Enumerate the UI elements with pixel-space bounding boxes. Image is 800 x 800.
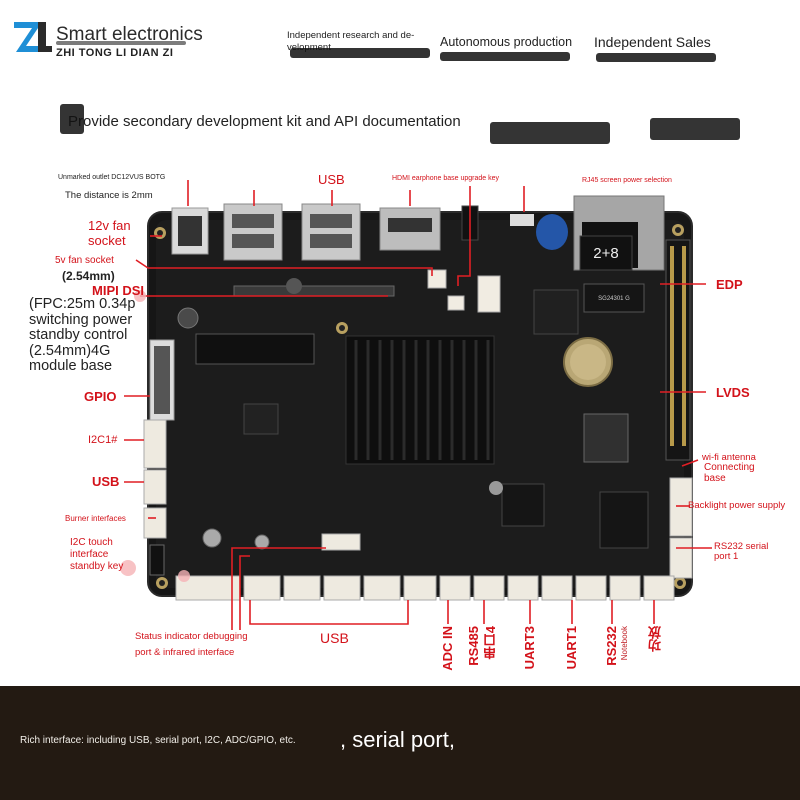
brand-name: Smart electronics bbox=[56, 24, 203, 45]
label-backlight: Backlight power supply bbox=[688, 500, 786, 511]
header-development-text: Independent research and de- velopment bbox=[287, 30, 415, 53]
label-rj45: RJ45 screen power selection bbox=[582, 177, 672, 184]
chip-2-plus-8: 2+8 bbox=[593, 245, 618, 262]
footer-note: Rich interface: including USB, serial po… bbox=[20, 735, 296, 746]
label-i2c1: I2C1# bbox=[88, 434, 118, 446]
label-pitch: (2.54mm) bbox=[62, 269, 115, 283]
label-burner: Burner interfaces bbox=[65, 514, 126, 523]
label-connecting-base: Connecting base bbox=[704, 462, 755, 484]
label-notebook: Notebook bbox=[620, 626, 629, 661]
label-gpio: GPIO bbox=[84, 389, 117, 404]
label-serial-4: 串口4 bbox=[483, 626, 498, 660]
label-rs485: RS485 bbox=[466, 626, 481, 666]
label-rs232-bottom: RS232 bbox=[604, 626, 619, 666]
footer-band bbox=[0, 686, 800, 800]
label-amplifier: 功放 bbox=[648, 626, 663, 652]
header-sales-text: Independent Sales bbox=[594, 34, 711, 50]
banner-text: Provide secondary development kit and AP… bbox=[68, 113, 461, 130]
label-wifi-antenna: wi-fi antenna bbox=[702, 452, 756, 463]
label-fan-5v: 5v fan socket bbox=[55, 255, 114, 266]
zl-logo-icon bbox=[12, 18, 52, 58]
label-usb-left: USB bbox=[92, 474, 120, 489]
label-uart3: UART3 bbox=[522, 626, 537, 670]
label-hdmi: HDMI earphone base upgrade key bbox=[392, 175, 500, 182]
header-production-text: Autonomous production bbox=[440, 35, 573, 49]
brand-pinyin: ZHI TONG LI DIAN ZI bbox=[56, 47, 174, 59]
label-uart1: UART1 bbox=[564, 626, 579, 670]
label-i2c-touch: I2C touch interface standby key bbox=[70, 537, 124, 572]
label-mipi-dsi: MIPI DSI bbox=[92, 283, 145, 298]
label-rs232-serial: RS232 serial port 1 bbox=[714, 541, 769, 562]
label-distance: The distance is 2mm bbox=[65, 190, 153, 201]
label-edp: EDP bbox=[716, 277, 743, 292]
label-usb-bottom: USB bbox=[320, 630, 349, 646]
label-status-indicator: Status indicator debugging bbox=[135, 631, 248, 642]
motherboard-photo: 2+8 SG24301 G bbox=[120, 180, 712, 630]
label-fan-12v: 12v fan socket bbox=[88, 218, 131, 248]
footer-serial-text: , serial port, bbox=[340, 727, 455, 752]
label-usb-top: USB bbox=[318, 172, 345, 187]
label-unmarked-outlet: Unmarked outlet DC12VUS BOTG bbox=[58, 174, 166, 181]
label-lvds: LVDS bbox=[716, 385, 750, 400]
label-infrared: port & infrared interface bbox=[135, 647, 235, 658]
module-sg24301: SG24301 G bbox=[598, 296, 630, 302]
label-fpc-note: (FPC:25m 0.34p switching power standby c… bbox=[29, 296, 136, 374]
label-adc-in: ADC IN bbox=[440, 626, 455, 671]
